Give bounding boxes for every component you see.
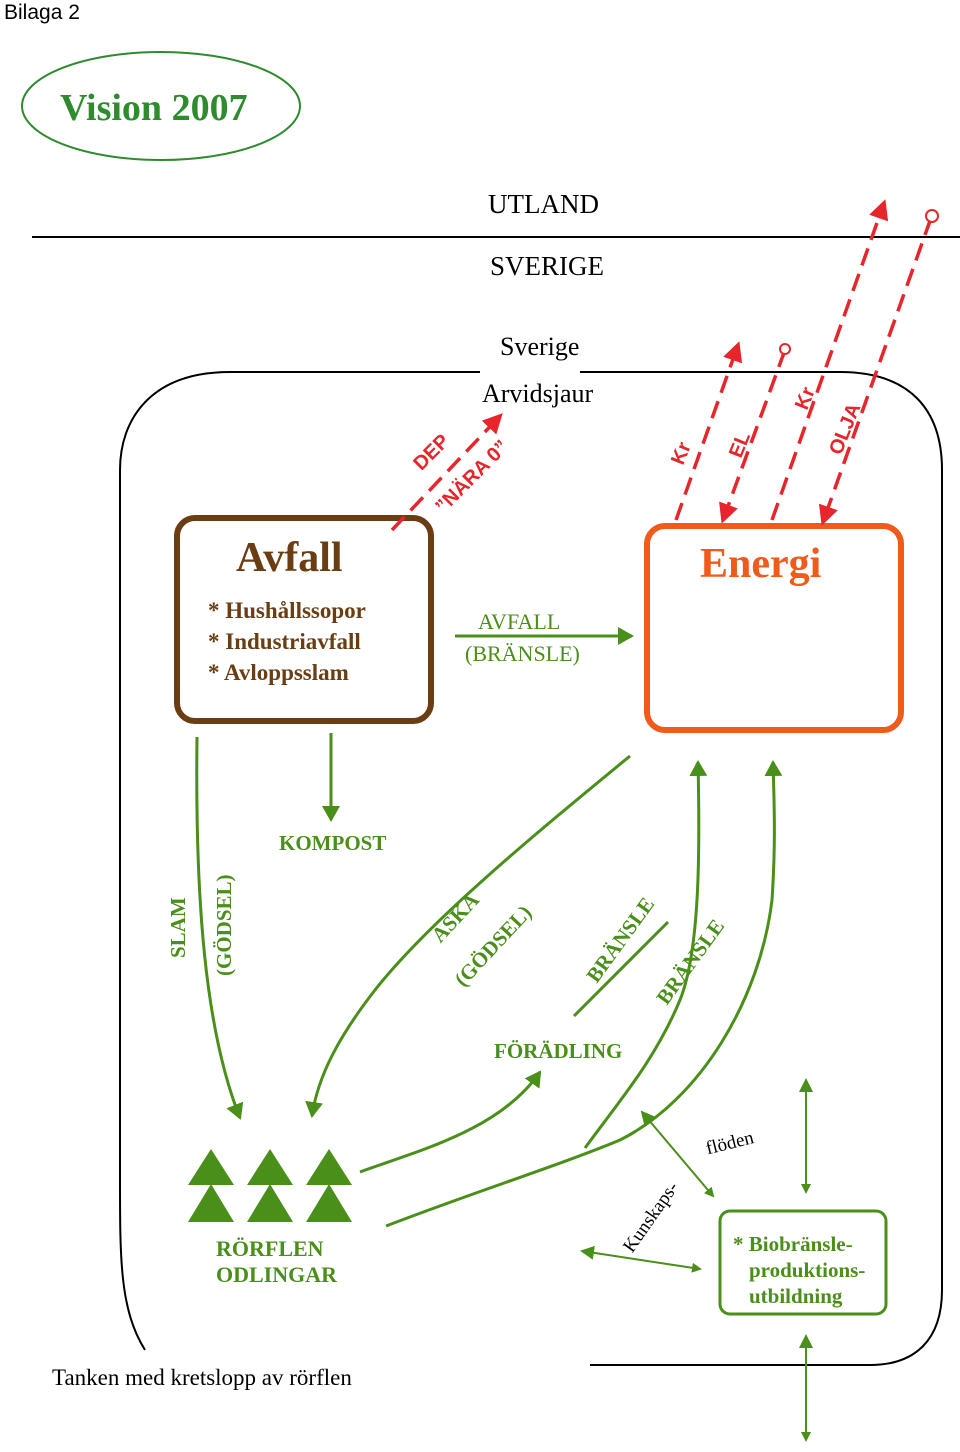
attachment-label: Bilaga 2 (4, 1, 80, 24)
el-source-circle (779, 343, 791, 355)
rorflen-icon (188, 1149, 352, 1222)
bio-box (718, 1209, 888, 1316)
label-compost: KOMPOST (279, 831, 387, 855)
ash-arrow (305, 754, 631, 1118)
label-arvidsjaur: Arvidsjaur (482, 379, 594, 408)
label-sverige-upper: SVERIGE (490, 251, 604, 281)
olja-source-circle (925, 209, 939, 223)
label-waste-fuel-1: AVFALL (478, 609, 561, 634)
energy-box (644, 523, 904, 733)
el-arrow (719, 349, 787, 524)
kr-right-arrow (770, 199, 889, 521)
knowledge-arrow-diagonal (640, 1110, 715, 1198)
waste-item-industrial: * Industriavfall (208, 629, 361, 654)
bio-line-1: * Biobränsle- (733, 1232, 853, 1256)
fuel-arrow-2 (385, 760, 783, 1228)
label-waste-fuel-2: (BRÄNSLE) (465, 641, 580, 666)
fuel-line (572, 920, 670, 1018)
label-slam: SLAM (166, 897, 190, 958)
vision-title: Vision 2007 (60, 87, 248, 129)
label-sverige: Sverige (500, 332, 580, 361)
rorflen-label-2: ODLINGAR (216, 1262, 338, 1287)
energy-title: Energi (700, 541, 822, 587)
red-flows (390, 199, 933, 532)
processing-arrow (359, 1070, 542, 1174)
fuel-arrow-1 (583, 760, 708, 1149)
kr-left-arrow (674, 341, 743, 521)
bio-line-3: utbildning (749, 1284, 843, 1308)
knowledge-arrow-horizontal (580, 1245, 702, 1273)
region-outline (119, 371, 943, 1366)
label-godsel-left: (GÖDSEL) (212, 874, 236, 976)
waste-item-sewage: * Avloppsslam (208, 660, 349, 685)
label-utland: UTLAND (488, 189, 599, 219)
olja-arrow (818, 217, 933, 526)
vision-ellipse (21, 51, 301, 161)
label-foradling: FÖRÄDLING (494, 1039, 623, 1063)
bio-line-2: produktions- (749, 1258, 866, 1282)
waste-title: Avfall (236, 535, 343, 581)
waste-box (174, 515, 434, 724)
footer-caption: Tanken med kretslopp av rörflen (52, 1365, 352, 1390)
slam-arrow (195, 736, 244, 1120)
waste-item-household: * Hushållssopor (208, 598, 366, 623)
rorflen-label-1: RÖRFLEN (216, 1236, 324, 1261)
